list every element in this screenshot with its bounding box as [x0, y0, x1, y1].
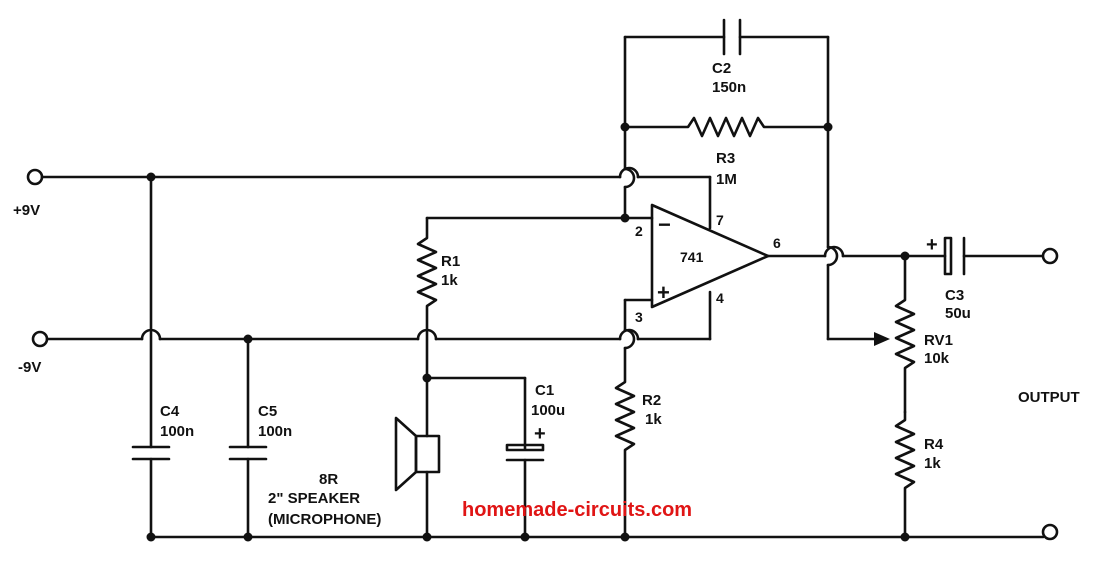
r1-ref: R1 — [441, 253, 460, 270]
r3-ref: R3 — [716, 150, 735, 167]
c5-ref: C5 — [258, 403, 277, 420]
positive-rail — [26, 166, 712, 230]
c4-ref: C4 — [160, 403, 180, 420]
watermark: homemade-circuits.com — [462, 499, 692, 521]
signal-output-terminal — [1041, 247, 1059, 265]
resistor-r4 — [894, 410, 916, 539]
c3-value: 50u — [945, 305, 971, 322]
c4-value: 100n — [160, 423, 194, 440]
r3-value: 1M — [716, 171, 737, 188]
resistor-r1 — [416, 216, 654, 380]
feedback-network — [623, 35, 890, 346]
c5-value: 100n — [258, 423, 292, 440]
c2-value: 150n — [712, 79, 746, 96]
speaker-size: 2" SPEAKER — [268, 490, 360, 507]
c2-ref: C2 — [712, 60, 731, 77]
capacitor-c3 — [943, 236, 1059, 276]
potentiometer-rv1 — [894, 254, 916, 414]
rv1-ref: RV1 — [924, 332, 953, 349]
speaker-note: (MICROPHONE) — [268, 511, 381, 528]
opamp-pin-3: 3 — [635, 309, 643, 325]
opamp-741 — [650, 203, 947, 309]
negative-supply-label: -9V — [18, 359, 41, 376]
opamp-plus-sign: + — [657, 280, 670, 305]
junction-dots — [146, 122, 910, 542]
r4-ref: R4 — [924, 436, 944, 453]
ground-rail — [149, 523, 1059, 541]
resistor-r3 — [623, 116, 830, 138]
speaker-impedance: 8R — [319, 471, 338, 488]
r2-value: 1k — [645, 411, 662, 428]
r2-ref: R2 — [642, 392, 661, 409]
r1-value: 1k — [441, 272, 458, 289]
capacitor-c2 — [722, 18, 742, 56]
c1-value: 100u — [531, 402, 565, 419]
capacitor-c5 — [228, 337, 268, 539]
opamp-pin-4: 4 — [716, 290, 724, 306]
capacitor-c1 — [425, 376, 545, 539]
positive-terminal — [26, 168, 44, 186]
output-label: OUTPUT — [1018, 389, 1080, 406]
opamp-name: 741 — [680, 249, 704, 265]
ground-output-terminal — [1041, 523, 1059, 541]
c1-polarity: + — [534, 423, 546, 445]
opamp-pin-7: 7 — [716, 212, 724, 228]
c3-ref: C3 — [945, 287, 964, 304]
opamp-pin-2: 2 — [635, 223, 643, 239]
speaker-microphone — [394, 376, 441, 539]
c3-polarity: + — [926, 234, 938, 256]
positive-supply-label: +9V — [13, 202, 40, 219]
c1-ref: C1 — [535, 382, 554, 399]
capacitor-c4 — [131, 175, 171, 539]
rv1-value: 10k — [924, 350, 950, 367]
opamp-minus-sign: − — [658, 212, 671, 237]
negative-terminal — [31, 330, 49, 348]
opamp-pin-6: 6 — [773, 235, 781, 251]
resistor-r2 — [614, 298, 654, 539]
negative-rail — [31, 290, 712, 348]
r4-value: 1k — [924, 455, 941, 472]
